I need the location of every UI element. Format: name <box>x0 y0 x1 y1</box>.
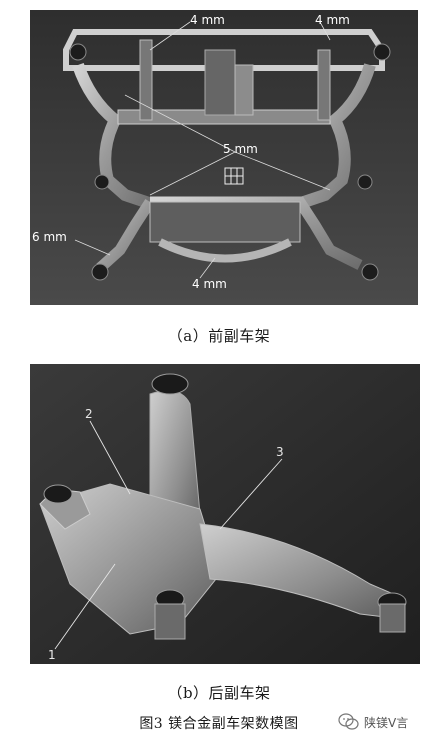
watermark: 陕镁V言 <box>338 710 434 734</box>
part-number-2: 2 <box>85 407 93 421</box>
wechat-icon <box>338 713 359 730</box>
dim-label-top-right: 4 mm <box>315 13 350 27</box>
dim-label-left: 6 mm <box>32 230 67 244</box>
front-subframe-drawing: 4 mm 4 mm 5 mm 6 mm 4 mm <box>30 10 418 305</box>
caption-front-subframe: （a）前副车架 <box>167 327 271 345</box>
watermark-text: 陕镁V言 <box>364 715 409 730</box>
dim-label-top-left: 4 mm <box>190 13 225 27</box>
rear-subframe-drawing: 2 3 1 <box>30 364 420 664</box>
rear-subframe-image: 2 3 1 <box>30 364 420 664</box>
dim-label-center: 5 mm <box>223 142 258 156</box>
dim-label-bottom: 4 mm <box>192 277 227 291</box>
part-number-3: 3 <box>276 445 284 459</box>
caption-rear-subframe: （b）后副车架 <box>167 684 271 702</box>
part-number-1: 1 <box>48 648 56 662</box>
front-subframe-image: 4 mm 4 mm 5 mm 6 mm 4 mm <box>30 10 418 305</box>
figure-title: 图3 镁合金副车架数模图 <box>139 716 299 732</box>
